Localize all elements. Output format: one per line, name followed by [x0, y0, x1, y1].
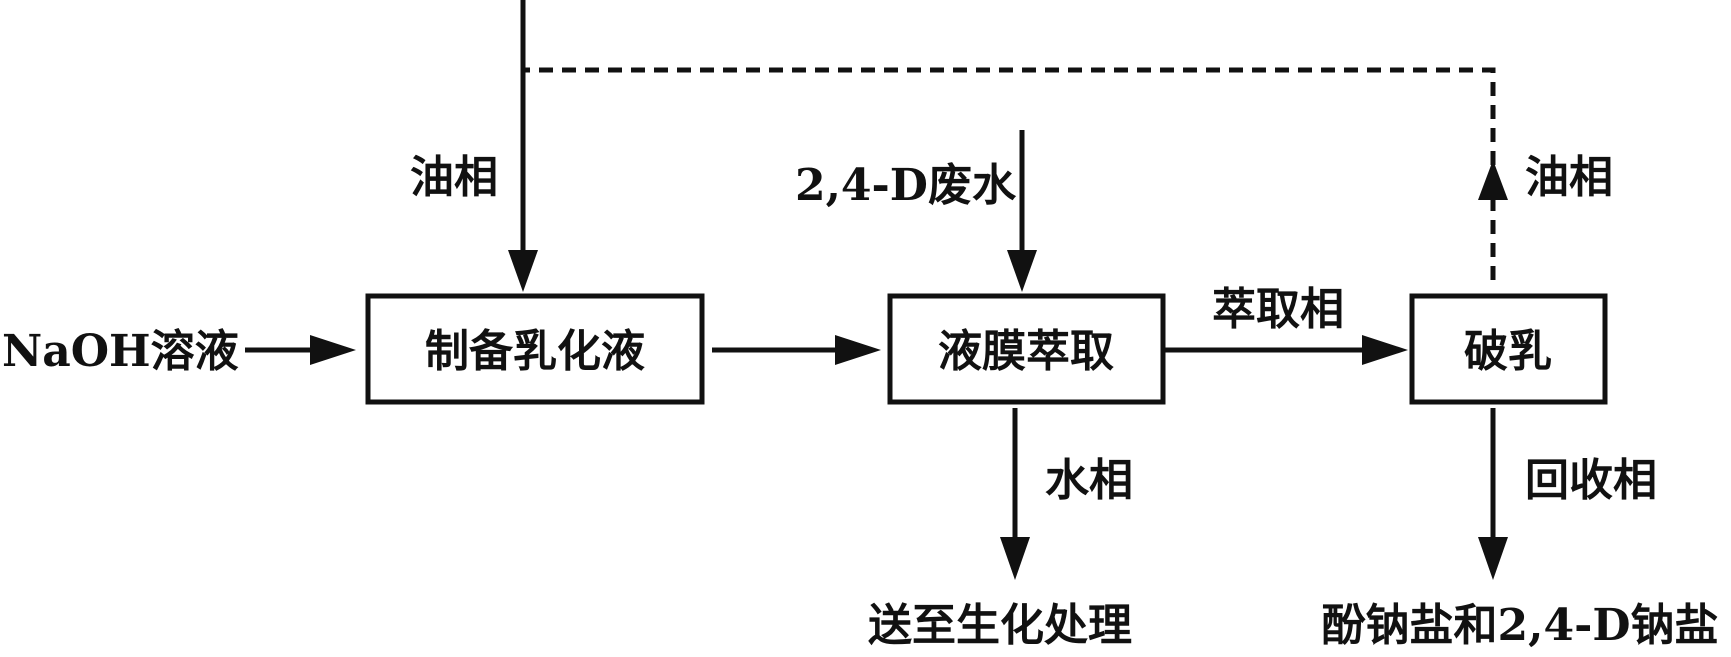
wastewater-arrowhead	[1007, 250, 1037, 292]
prepare-emulsion-label: 制备乳化液	[425, 326, 645, 377]
recovery-phase-label: 回收相	[1525, 455, 1657, 506]
extract-phase-label: 萃取相	[1212, 284, 1344, 335]
demulsification-box	[1409, 293, 1608, 405]
oil-phase-recycle-label: 油相	[1525, 152, 1613, 203]
oil-phase-input-label: 油相	[410, 152, 498, 203]
water-phase-arrowhead	[1000, 537, 1030, 580]
demulsification-label: 破乳	[1464, 326, 1552, 377]
extract-to-demulsify-arrowhead	[1362, 335, 1408, 365]
product-salts-label: 酚钠盐和2,4-D钠盐	[1322, 600, 1719, 651]
oil-recycle-dashed-line	[523, 67, 1496, 280]
recovery-phase-arrowhead	[1478, 537, 1508, 580]
oil-recycle-arrowhead	[1478, 160, 1508, 200]
membrane-extraction-label: 液膜萃取	[938, 326, 1114, 377]
prepare-emulsion-box	[365, 293, 705, 405]
emulsion-to-extraction-arrowhead	[835, 335, 881, 365]
naoh-solution-label: NaOH溶液	[2, 326, 239, 377]
oil-feed-arrowhead	[508, 250, 538, 292]
wastewater-label: 2,4-D废水	[795, 160, 1017, 211]
naoh-arrowhead	[310, 335, 356, 365]
water-phase-label: 水相	[1045, 455, 1133, 506]
to-biochemical-treatment-label: 送至生化处理	[868, 600, 1132, 651]
membrane-extraction-box	[887, 293, 1166, 405]
